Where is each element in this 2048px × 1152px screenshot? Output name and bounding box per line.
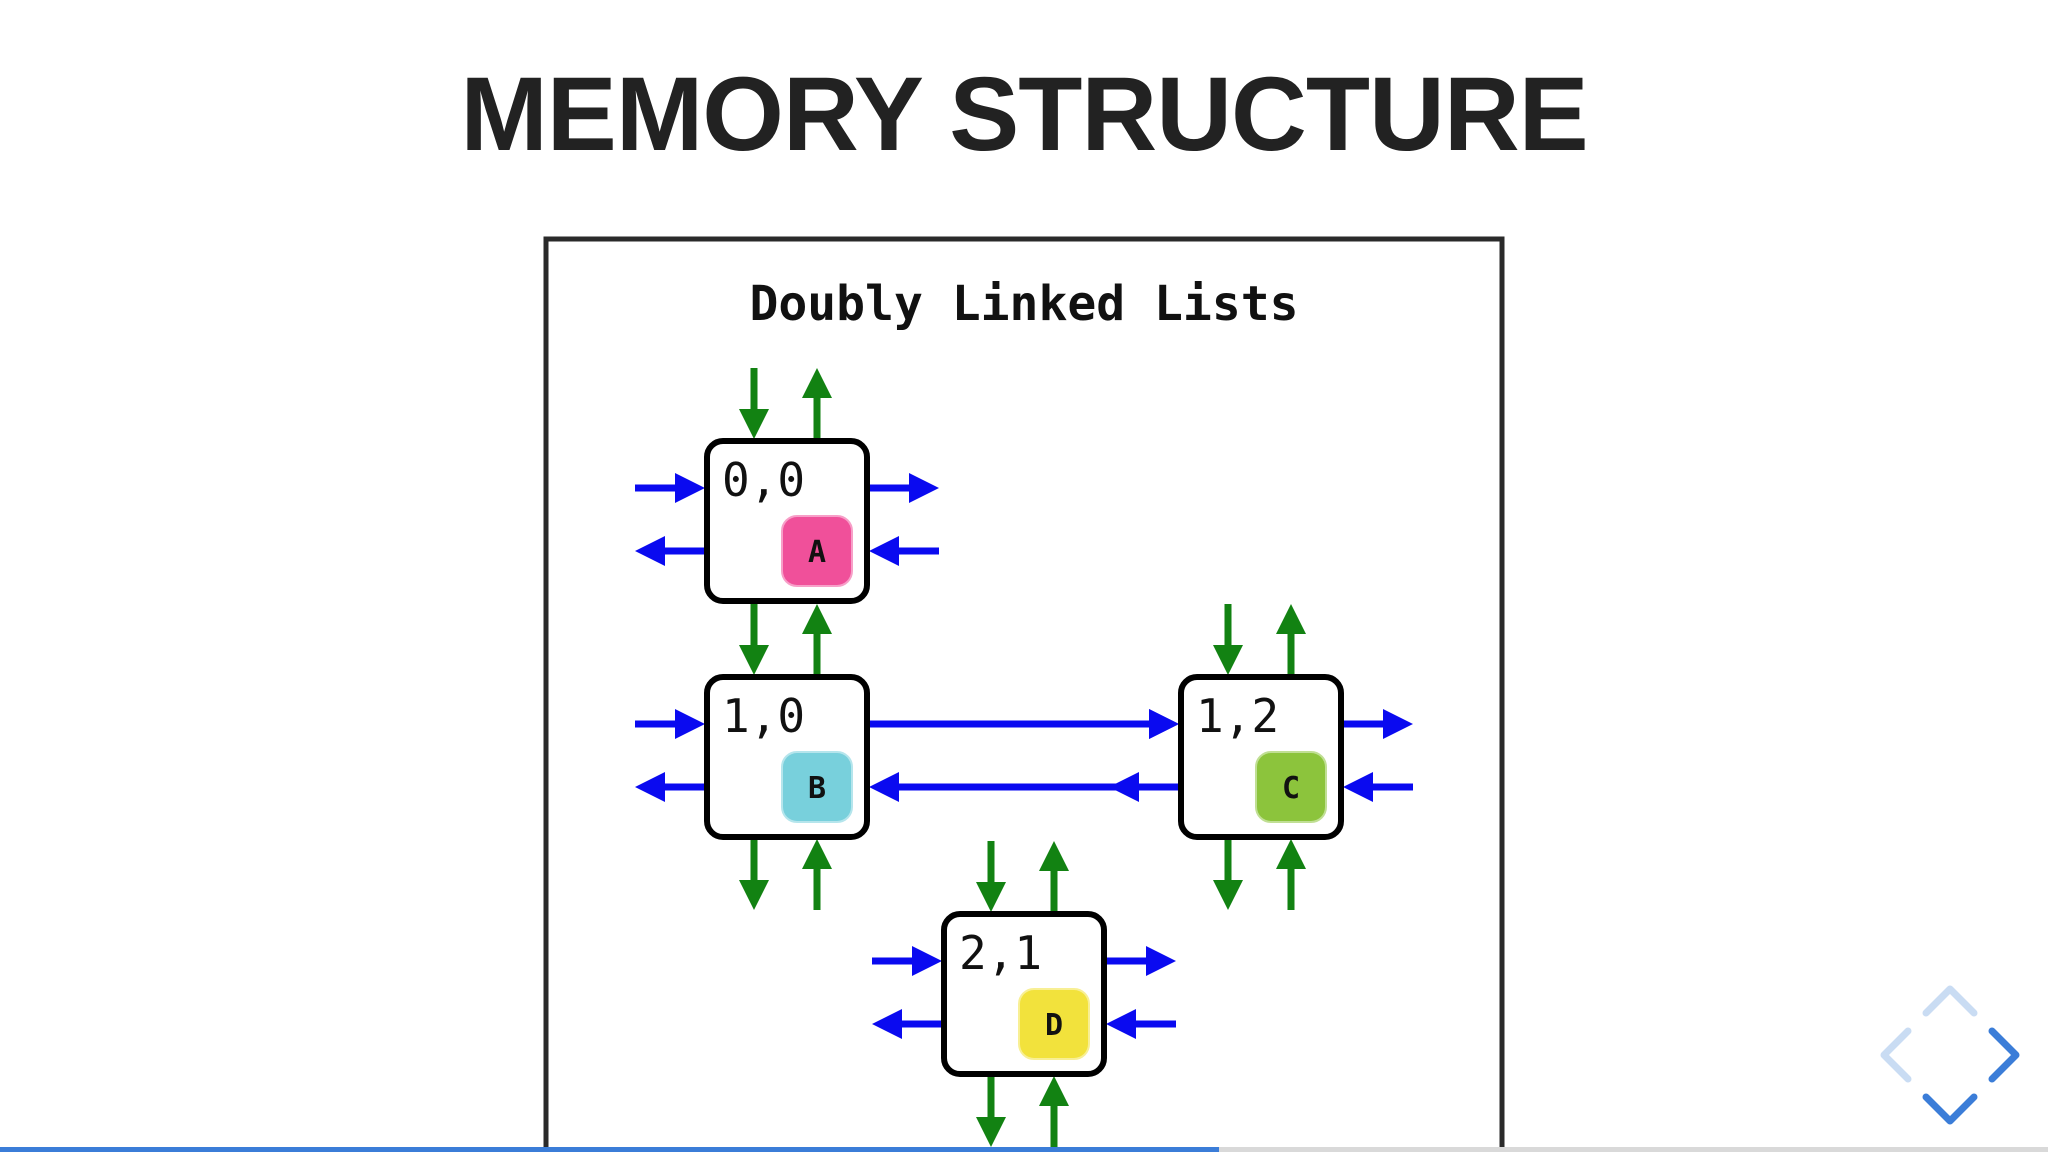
next-arrow-in	[872, 946, 942, 976]
node-value-badge-inner	[788, 758, 846, 816]
node-value: B	[808, 771, 826, 806]
arrows-layer	[635, 368, 1413, 1147]
next-arrow-out	[1343, 709, 1413, 739]
node-value-badge-inner	[1025, 995, 1083, 1053]
list-node: 0,0A	[704, 438, 870, 604]
down-arrow-in	[739, 604, 769, 675]
node-coordinate: 2,1	[959, 926, 1042, 980]
down-arrow-in	[976, 841, 1006, 912]
node-value-badge-inner	[1262, 758, 1320, 816]
up-arrow-in	[1276, 839, 1306, 910]
list-node: 1,2C	[1178, 674, 1344, 840]
chevron-up-icon[interactable]	[1918, 975, 1982, 1017]
figure-heading: Doubly Linked Lists	[749, 276, 1298, 332]
down-arrow-in	[1213, 604, 1243, 675]
up-arrow-out	[1039, 841, 1069, 912]
next-arrow-b-to-c	[869, 709, 1179, 739]
node-value: D	[1045, 1008, 1063, 1043]
next-arrow-out	[869, 473, 939, 503]
node-value: C	[1282, 771, 1300, 806]
down-arrow-out	[739, 839, 769, 910]
down-arrow-out	[1213, 839, 1243, 910]
list-node: 1,0B	[704, 674, 870, 840]
up-arrow-out	[1276, 604, 1306, 675]
chevron-down-icon[interactable]	[1918, 1093, 1982, 1135]
progress-bar	[0, 1147, 2048, 1152]
up-arrow-in	[802, 839, 832, 910]
prev-arrow-in	[1106, 1009, 1176, 1039]
chevron-left-icon[interactable]	[1870, 1023, 1912, 1087]
up-arrow-out	[802, 368, 832, 439]
down-arrow-in	[739, 368, 769, 439]
up-arrow-in	[1039, 1076, 1069, 1147]
next-arrow-out	[1106, 946, 1176, 976]
slide-navigation	[1870, 975, 2030, 1135]
progress-bar-fill	[0, 1147, 1219, 1152]
node-coordinate: 0,0	[722, 453, 805, 507]
node-value-badge-inner	[788, 522, 846, 580]
down-arrow-out	[976, 1076, 1006, 1147]
up-arrow-out	[802, 604, 832, 675]
prev-arrow-out	[635, 772, 705, 802]
list-node: 2,1D	[941, 911, 1107, 1077]
prev-arrow-out	[635, 536, 705, 566]
next-arrow-in	[635, 473, 705, 503]
node-coordinate: 1,0	[722, 689, 805, 743]
next-arrow-in	[635, 709, 705, 739]
node-value: A	[808, 535, 826, 570]
node-coordinate: 1,2	[1196, 689, 1279, 743]
slide-title: MEMORY STRUCTURE	[460, 56, 1588, 173]
nodes-layer: 0,0A 1,0B 1,2C 2,1D	[704, 438, 1344, 1077]
chevron-right-icon[interactable]	[1988, 1023, 2030, 1087]
prev-arrow-c-to-b	[869, 772, 1179, 802]
prev-arrow-in	[1343, 772, 1413, 802]
prev-arrow-out	[872, 1009, 942, 1039]
prev-arrow-in	[869, 536, 939, 566]
